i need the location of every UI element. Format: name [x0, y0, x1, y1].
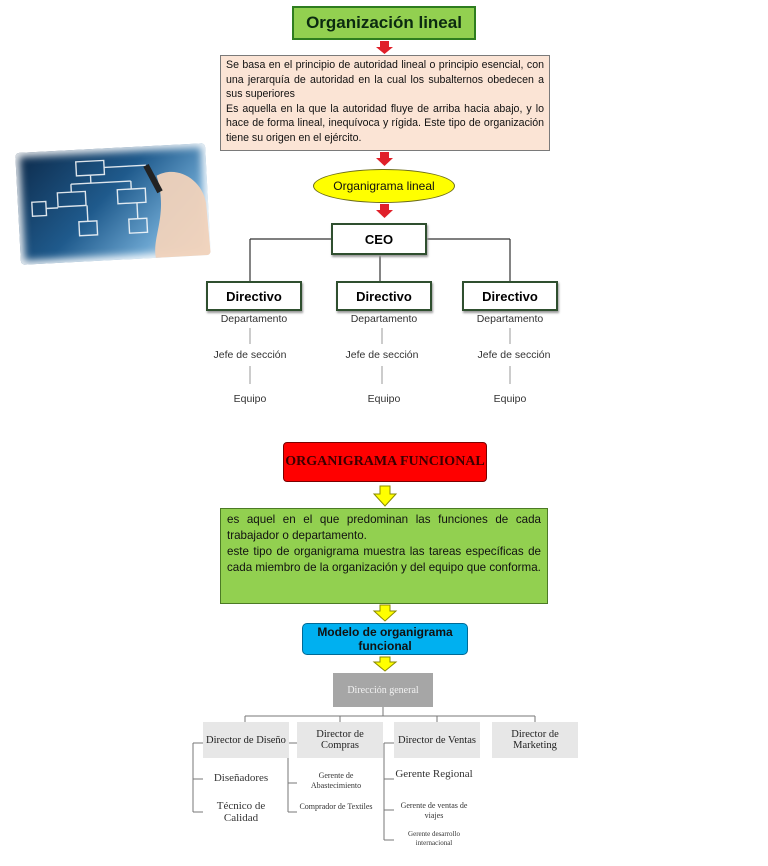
- sub-role-label: Comprador de Textiles: [299, 802, 373, 811]
- sub-role-label: Gerente desarrollo internacional: [408, 830, 460, 847]
- title-organigrama-funcional: ORGANIGRAMA FUNCIONAL: [283, 442, 487, 482]
- organigrama-lineal-ellipse: Organigrama lineal: [313, 169, 455, 203]
- arrow-down-icon: [376, 41, 393, 54]
- sub-role-label: Diseñadores: [213, 772, 269, 784]
- sub-role-label: Gerente de ventas de viajes: [400, 801, 468, 820]
- sub-role-label: Gerente Regional: [395, 768, 473, 780]
- title-organizacion-lineal: Organización lineal: [292, 6, 476, 40]
- lineal-description-2: Es aquella en la que la autoridad fluye …: [226, 102, 544, 144]
- jefe-seccion-label: Jefe de sección: [213, 349, 287, 361]
- ceo-box: CEO: [331, 223, 427, 255]
- directivo-box: Directivo: [336, 281, 432, 311]
- funcional-description-2: este tipo de organigrama muestra las tar…: [227, 545, 541, 574]
- hand-drawing-chart-photo: [15, 143, 211, 265]
- flowchart-sketch-icon: [31, 159, 211, 258]
- direccion-general-box: Dirección general: [333, 673, 433, 707]
- funcional-description: es aquel en el que predominan las funcio…: [220, 508, 548, 604]
- directivo-box: Directivo: [462, 281, 558, 311]
- departamento-label: Departamento: [220, 313, 288, 325]
- equipo-label: Equipo: [233, 393, 267, 405]
- arrow-down-icon: [376, 152, 393, 166]
- departamento-label: Departamento: [476, 313, 544, 325]
- sub-role-label: Técnico de Calidad: [216, 800, 266, 824]
- modelo-organigrama-funcional: Modelo de organigrama funcional: [302, 623, 468, 655]
- arrow-down-icon: [372, 485, 398, 507]
- director-ventas-box: Director de Ventas: [394, 722, 480, 758]
- jefe-seccion-label: Jefe de sección: [345, 349, 419, 361]
- arrow-down-icon: [372, 604, 398, 622]
- arrow-down-icon: [372, 656, 398, 672]
- director-diseno-box: Director de Diseño: [203, 722, 289, 758]
- equipo-label: Equipo: [367, 393, 401, 405]
- director-compras-box: Director de Compras: [297, 722, 383, 758]
- lineal-description: Se basa en el principio de autoridad lin…: [220, 55, 550, 151]
- jefe-seccion-label: Jefe de sección: [477, 349, 551, 361]
- director-marketing-box: Director de Marketing: [492, 722, 578, 758]
- departamento-label: Departamento: [350, 313, 418, 325]
- directivo-box: Directivo: [206, 281, 302, 311]
- equipo-label: Equipo: [493, 393, 527, 405]
- funcional-description-1: es aquel en el que predominan las funcio…: [227, 513, 541, 542]
- sub-role-label: Gerente de Abastecimiento: [310, 771, 362, 790]
- lineal-description-1: Se basa en el principio de autoridad lin…: [226, 59, 544, 100]
- arrow-down-icon: [376, 204, 393, 218]
